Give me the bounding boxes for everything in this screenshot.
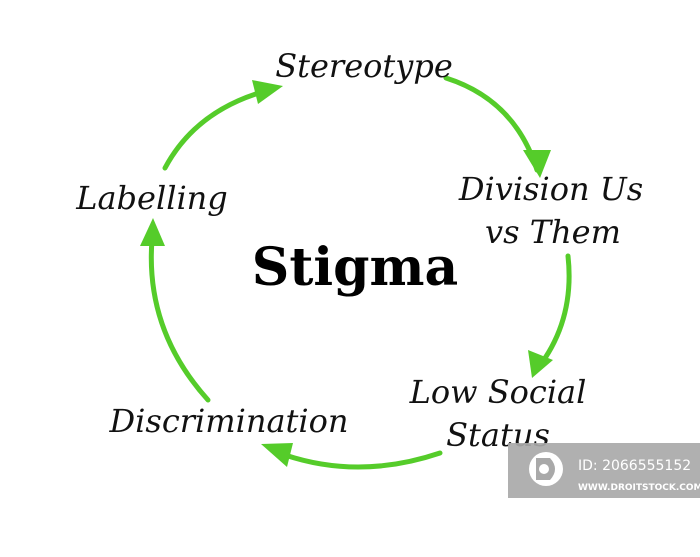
center-label-stigma: Stigma [252, 237, 458, 298]
watermark-logo-icon [529, 452, 563, 486]
stage-label-labelling: Labelling [75, 179, 228, 217]
stage-label-division-line1: Division Us [458, 170, 643, 208]
arrowhead-low-social-status [528, 350, 553, 378]
arrow-division-to-low-social-status [535, 253, 572, 371]
watermark-url: WWW.DROITSTOCK.COM [578, 483, 700, 493]
stage-label-stereotype: Stereotype [275, 47, 453, 85]
arrow-stereotype-to-division [443, 75, 540, 173]
arrow-discrimination-to-labelling [148, 237, 211, 403]
stage-label-low-social-line1: Low Social [409, 373, 587, 411]
stage-label-discrimination: Discrimination [109, 402, 349, 440]
arrow-labelling-to-stereotype [162, 89, 265, 171]
arrowhead-stereotype [252, 80, 283, 104]
watermark: ID: 2066555152 WWW.DROITSTOCK.COM [508, 443, 700, 498]
arrowhead-discrimination [261, 443, 293, 467]
watermark-id: ID: 2066555152 [578, 458, 691, 474]
arrowhead-labelling [140, 218, 165, 246]
arrow-low-social-status-to-discrimination [282, 450, 443, 470]
arrowhead-division [523, 150, 551, 178]
stage-label-division-line2: vs Them [485, 213, 621, 251]
cycle-arrows [140, 75, 572, 470]
